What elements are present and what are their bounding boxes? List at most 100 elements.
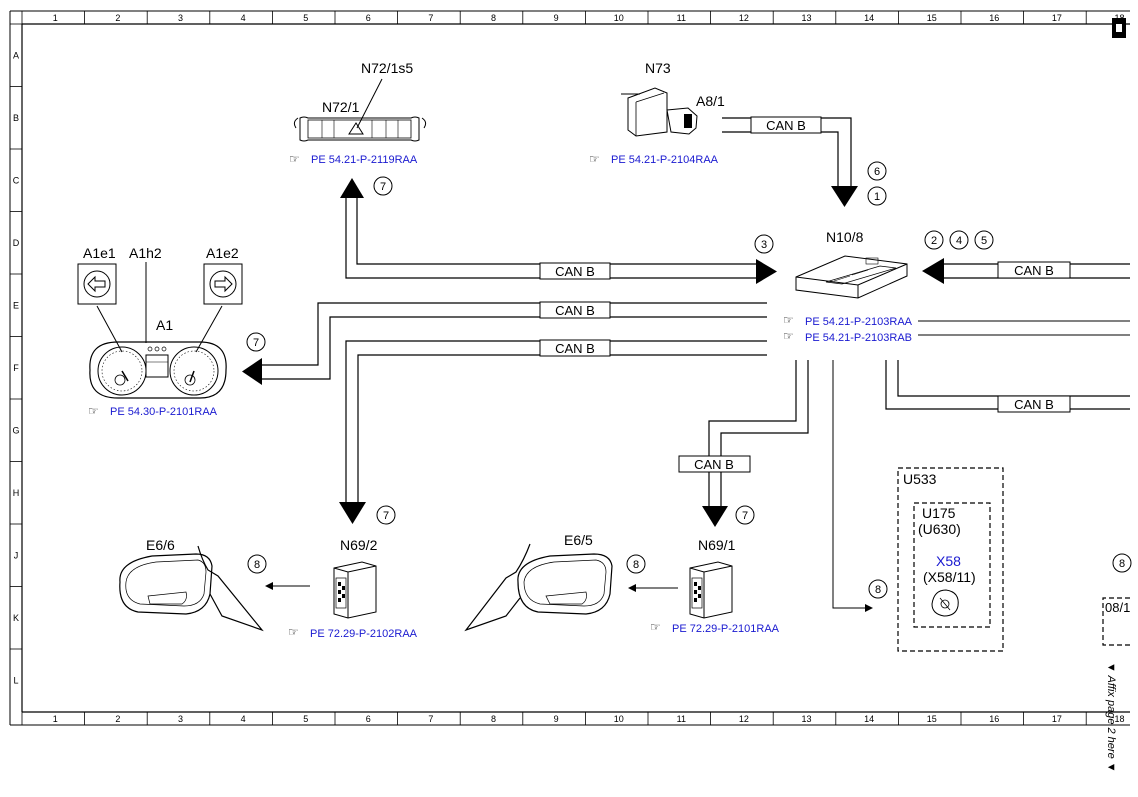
sam-module-n10-8 xyxy=(795,255,908,299)
label-n72-1: N72/1 xyxy=(322,99,360,115)
ignition-switch-n73 xyxy=(621,87,698,137)
label-x58: X58 xyxy=(936,553,961,569)
label-u175: U175 xyxy=(922,505,956,521)
callout-circle[interactable]: 3 xyxy=(754,234,774,254)
callout-circle[interactable]: 7 xyxy=(735,505,755,525)
column-label: 3 xyxy=(178,13,183,23)
row-label: F xyxy=(13,363,19,373)
svg-text:8: 8 xyxy=(633,559,639,571)
hand-pointer-icon: ☞ xyxy=(783,329,794,343)
column-label: 17 xyxy=(1052,714,1062,724)
column-label: 15 xyxy=(927,714,937,724)
column-label: 2 xyxy=(115,714,120,724)
column-label: 11 xyxy=(677,714,686,724)
hand-pointer-icon: ☞ xyxy=(88,404,99,418)
column-label: 5 xyxy=(303,714,308,724)
column-label: 13 xyxy=(801,714,811,724)
label-n10-8: N10/8 xyxy=(826,229,864,245)
svg-text:7: 7 xyxy=(380,181,386,193)
svg-text:CAN B: CAN B xyxy=(766,118,806,133)
can-b-label: CAN B xyxy=(997,261,1071,279)
column-label: 14 xyxy=(864,714,874,724)
label-n72-1s5: N72/1s5 xyxy=(361,60,413,76)
svg-text:8: 8 xyxy=(1119,558,1125,570)
label-a1e1: A1e1 xyxy=(83,245,116,261)
label-n69-2: N69/2 xyxy=(340,537,378,553)
svg-text:CAN B: CAN B xyxy=(694,457,734,472)
reference-link-a8-1[interactable]: ☞ PE 54.21-P-2104RAA xyxy=(589,152,719,166)
reference-link-n10-8-a[interactable]: ☞ PE 54.21-P-2103RAA xyxy=(783,313,913,328)
callout-circle[interactable]: 8 xyxy=(1112,553,1132,573)
right-mirror-e6-5 xyxy=(464,543,613,632)
label-x58-11: (X58/11) xyxy=(923,569,976,585)
instrument-cluster-a1 xyxy=(89,262,227,399)
label-page-08: 08/1 xyxy=(1105,600,1130,615)
row-label: J xyxy=(14,550,19,560)
svg-text:8: 8 xyxy=(875,584,881,596)
left-mirror-e6-6 xyxy=(119,545,264,632)
svg-text:PE 72.29-P-2101RAA: PE 72.29-P-2101RAA xyxy=(672,623,780,635)
callout-circle[interactable]: 1 xyxy=(867,186,887,206)
column-label: 9 xyxy=(554,714,559,724)
svg-text:PE 54.21-P-2119RAA: PE 54.21-P-2119RAA xyxy=(311,154,418,166)
callout-circle[interactable]: 8 xyxy=(247,554,267,574)
svg-text:CAN B: CAN B xyxy=(1014,397,1054,412)
callout-circle[interactable]: 8 xyxy=(868,579,888,599)
reference-link-n69-1[interactable]: ☞ PE 72.29-P-2101RAA xyxy=(650,620,780,635)
reference-link-n69-2[interactable]: ☞ PE 72.29-P-2102RAA xyxy=(288,625,418,640)
label-a1h2: A1h2 xyxy=(129,245,162,261)
reference-link-a1[interactable]: ☞ PE 54.30-P-2101RAA xyxy=(88,404,218,418)
column-label: 12 xyxy=(739,714,749,724)
column-label: 4 xyxy=(241,13,246,23)
reference-link-n72-1[interactable]: ☞ PE 54.21-P-2119RAA xyxy=(289,152,418,166)
hand-pointer-icon: ☞ xyxy=(289,152,300,166)
column-label: 11 xyxy=(677,13,686,23)
callout-circle[interactable]: 7 xyxy=(376,505,396,525)
can-b-label: CAN B xyxy=(997,395,1071,413)
svg-text:CAN B: CAN B xyxy=(1014,263,1054,278)
label-u533: U533 xyxy=(903,471,937,487)
svg-text:PE 54.21-P-2104RAA: PE 54.21-P-2104RAA xyxy=(611,154,719,166)
svg-text:PE 54.21-P-2103RAA: PE 54.21-P-2103RAA xyxy=(805,316,913,328)
can-b-label: CAN B xyxy=(539,339,611,357)
can-bus-lines xyxy=(242,117,1130,612)
column-label: 7 xyxy=(428,13,433,23)
svg-text:7: 7 xyxy=(253,337,259,349)
svg-text:PE 54.30-P-2101RAA: PE 54.30-P-2101RAA xyxy=(110,406,218,418)
column-label: 1 xyxy=(53,13,58,23)
column-label: 8 xyxy=(491,714,496,724)
callout-circle[interactable]: 4 xyxy=(949,230,969,250)
callout-circle[interactable]: 7 xyxy=(373,176,393,196)
label-u630: (U630) xyxy=(918,521,961,537)
svg-text:PE 72.29-P-2102RAA: PE 72.29-P-2102RAA xyxy=(310,628,418,640)
column-label: 14 xyxy=(864,13,874,23)
reference-link-n10-8-b[interactable]: ☞ PE 54.21-P-2103RAB xyxy=(783,329,912,344)
page-continuation-box xyxy=(1102,597,1130,646)
label-a1: A1 xyxy=(156,317,173,333)
callout-circle[interactable]: 6 xyxy=(867,161,887,181)
callout-circle[interactable]: 8 xyxy=(626,554,646,574)
svg-text:7: 7 xyxy=(742,510,748,522)
callout-circle[interactable]: 5 xyxy=(974,230,994,250)
can-b-label: CAN B xyxy=(539,301,611,319)
svg-text:4: 4 xyxy=(956,235,962,247)
label-e6-5: E6/5 xyxy=(564,532,593,548)
row-label: A xyxy=(13,50,19,60)
affix-note: ▼ Affix page 2 here ▼ xyxy=(1105,662,1117,773)
can-b-label: CAN B xyxy=(678,455,751,473)
column-label: 3 xyxy=(178,714,183,724)
svg-text:PE 54.21-P-2103RAB: PE 54.21-P-2103RAB xyxy=(805,332,912,344)
column-label: 5 xyxy=(303,13,308,23)
corner-marker-icon xyxy=(1112,18,1126,38)
svg-text:CAN B: CAN B xyxy=(555,303,595,318)
svg-text:5: 5 xyxy=(981,235,987,247)
label-e6-6: E6/6 xyxy=(146,537,175,553)
callout-circle[interactable]: 2 xyxy=(924,230,944,250)
door-control-module-n69-2 xyxy=(333,561,377,619)
u533-group-box xyxy=(897,467,1004,652)
svg-text:7: 7 xyxy=(383,510,389,522)
callout-circle[interactable]: 7 xyxy=(246,332,266,352)
column-label: 7 xyxy=(428,714,433,724)
row-label: H xyxy=(13,488,20,498)
